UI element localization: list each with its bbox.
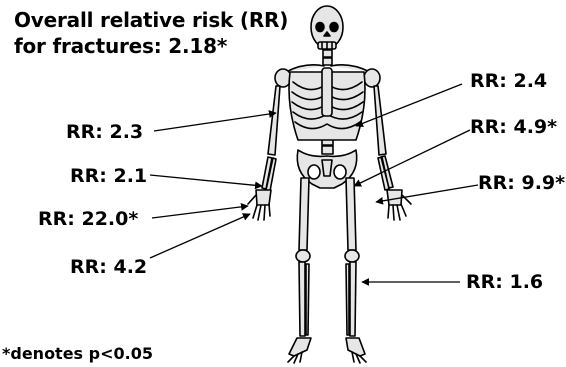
arrow-humerus <box>154 113 276 131</box>
label-pelvis: RR: 4.9* <box>470 116 557 138</box>
clavicle-left <box>286 65 324 72</box>
rib-cage <box>289 68 365 140</box>
arrow-clavicle <box>356 84 462 126</box>
shoulder-right <box>364 69 380 87</box>
title-line-1: Overall relative risk (RR) <box>14 8 288 32</box>
tibia-left <box>299 262 309 336</box>
hand-left <box>248 190 271 220</box>
humerus-left <box>268 86 280 155</box>
arrow-wrist <box>150 175 262 186</box>
arrow-pelvis <box>354 130 470 186</box>
tibia-right <box>346 262 356 336</box>
title-line-2: for fractures: 2.18* <box>14 34 227 58</box>
label-femur: RR: 9.9* <box>478 172 565 194</box>
clavicle-right <box>331 65 370 72</box>
femur-right <box>346 178 356 250</box>
label-humerus: RR: 2.3 <box>66 121 143 143</box>
knee-left <box>296 250 310 262</box>
skull <box>311 6 343 49</box>
humerus-right <box>374 86 386 155</box>
label-hand: RR: 22.0* <box>38 208 138 230</box>
hand-right <box>387 190 411 220</box>
label-wrist: RR: 2.1 <box>70 165 147 187</box>
forearm-left <box>262 157 276 191</box>
label-forearm: RR: 4.2 <box>70 256 147 278</box>
label-clavicle: RR: 2.4 <box>470 70 547 92</box>
foot-right <box>346 338 366 363</box>
femur-left <box>299 178 309 250</box>
arrow-hand <box>152 206 248 218</box>
foot-left <box>288 338 311 363</box>
knee-right <box>345 250 359 262</box>
label-lower-leg: RR: 1.6 <box>466 271 543 293</box>
arrow-forearm <box>150 214 250 258</box>
footnote: *denotes p<0.05 <box>2 344 153 363</box>
